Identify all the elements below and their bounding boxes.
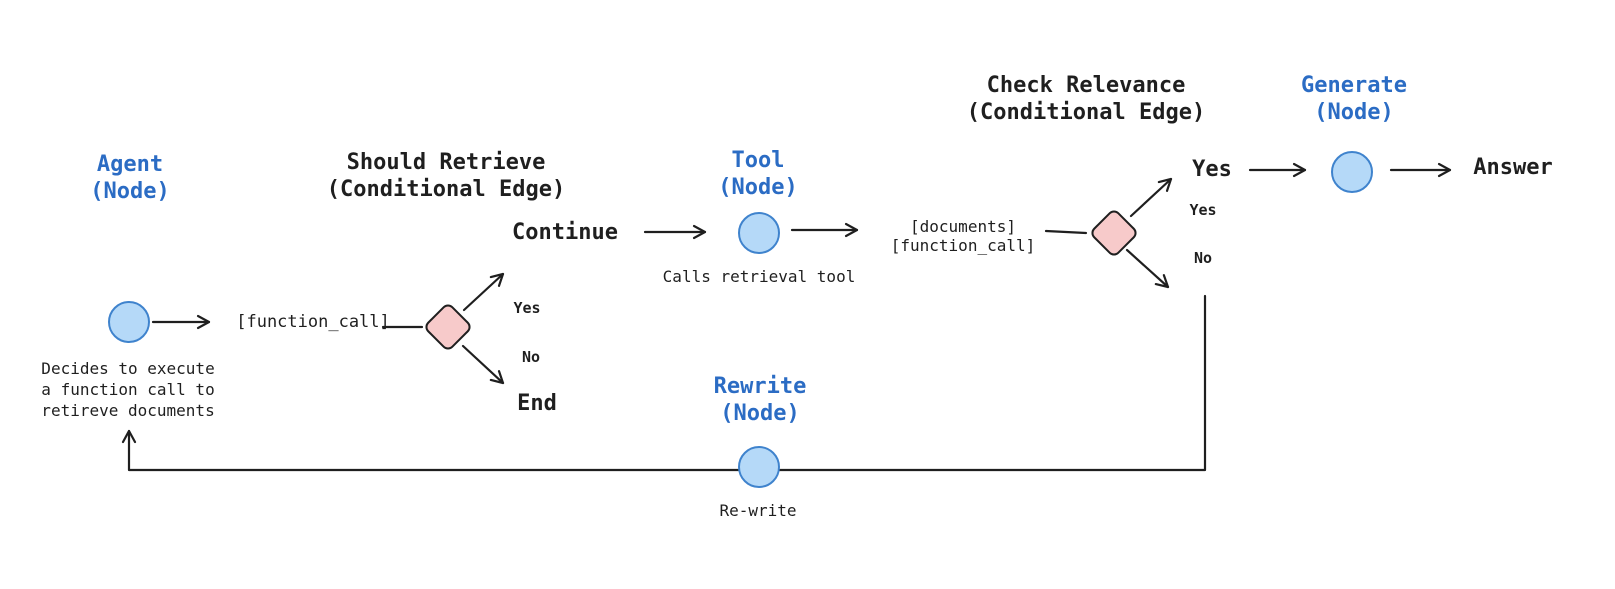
- check-relevance-no-label: No: [1193, 249, 1213, 267]
- should-retrieve-title: Should Retrieve (Conditional Edge): [326, 150, 566, 202]
- continue-label: Continue: [512, 220, 618, 245]
- should-retrieve-yes-label: Yes: [513, 299, 541, 317]
- agent-node-title: Agent (Node): [90, 152, 170, 204]
- function-call-edge-label: [function_call]: [236, 312, 390, 332]
- tool-node-title: Tool (Node): [718, 148, 798, 200]
- edge-should-retrieve-no-arrow: [461, 344, 505, 385]
- agent-node-circle: [108, 301, 150, 343]
- generate-node-circle: [1331, 151, 1373, 193]
- tool-node-circle: [738, 212, 780, 254]
- check-relevance-title: Check Relevance (Conditional Edge): [966, 73, 1206, 125]
- edge-documents-to-diamond: [1044, 229, 1088, 235]
- check-relevance-yes-label: Yes: [1189, 201, 1217, 219]
- edge-should-retrieve-yes-arrow: [462, 272, 505, 312]
- should-retrieve-no-label: No: [521, 348, 541, 366]
- rewrite-node-caption: Re-write: [719, 501, 797, 520]
- rewrite-node-circle: [738, 446, 780, 488]
- agent-node-caption: Decides to execute a function call to re…: [41, 359, 215, 420]
- check-relevance-yes-target-label: Yes: [1192, 157, 1232, 182]
- generate-node-title: Generate (Node): [1301, 73, 1407, 125]
- documents-function-call-edge-label: [documents] [function_call]: [890, 217, 1036, 255]
- end-label: End: [517, 391, 557, 416]
- tool-node-caption: Calls retrieval tool: [662, 267, 856, 286]
- answer-label: Answer: [1473, 155, 1553, 180]
- edge-check-relevance-yes-arrow: [1129, 177, 1173, 218]
- edge-check-relevance-no-arrow: [1125, 248, 1170, 289]
- rewrite-node-title: Rewrite (Node): [713, 374, 807, 426]
- edge-rewrite-loop-to-agent: [121, 294, 1207, 472]
